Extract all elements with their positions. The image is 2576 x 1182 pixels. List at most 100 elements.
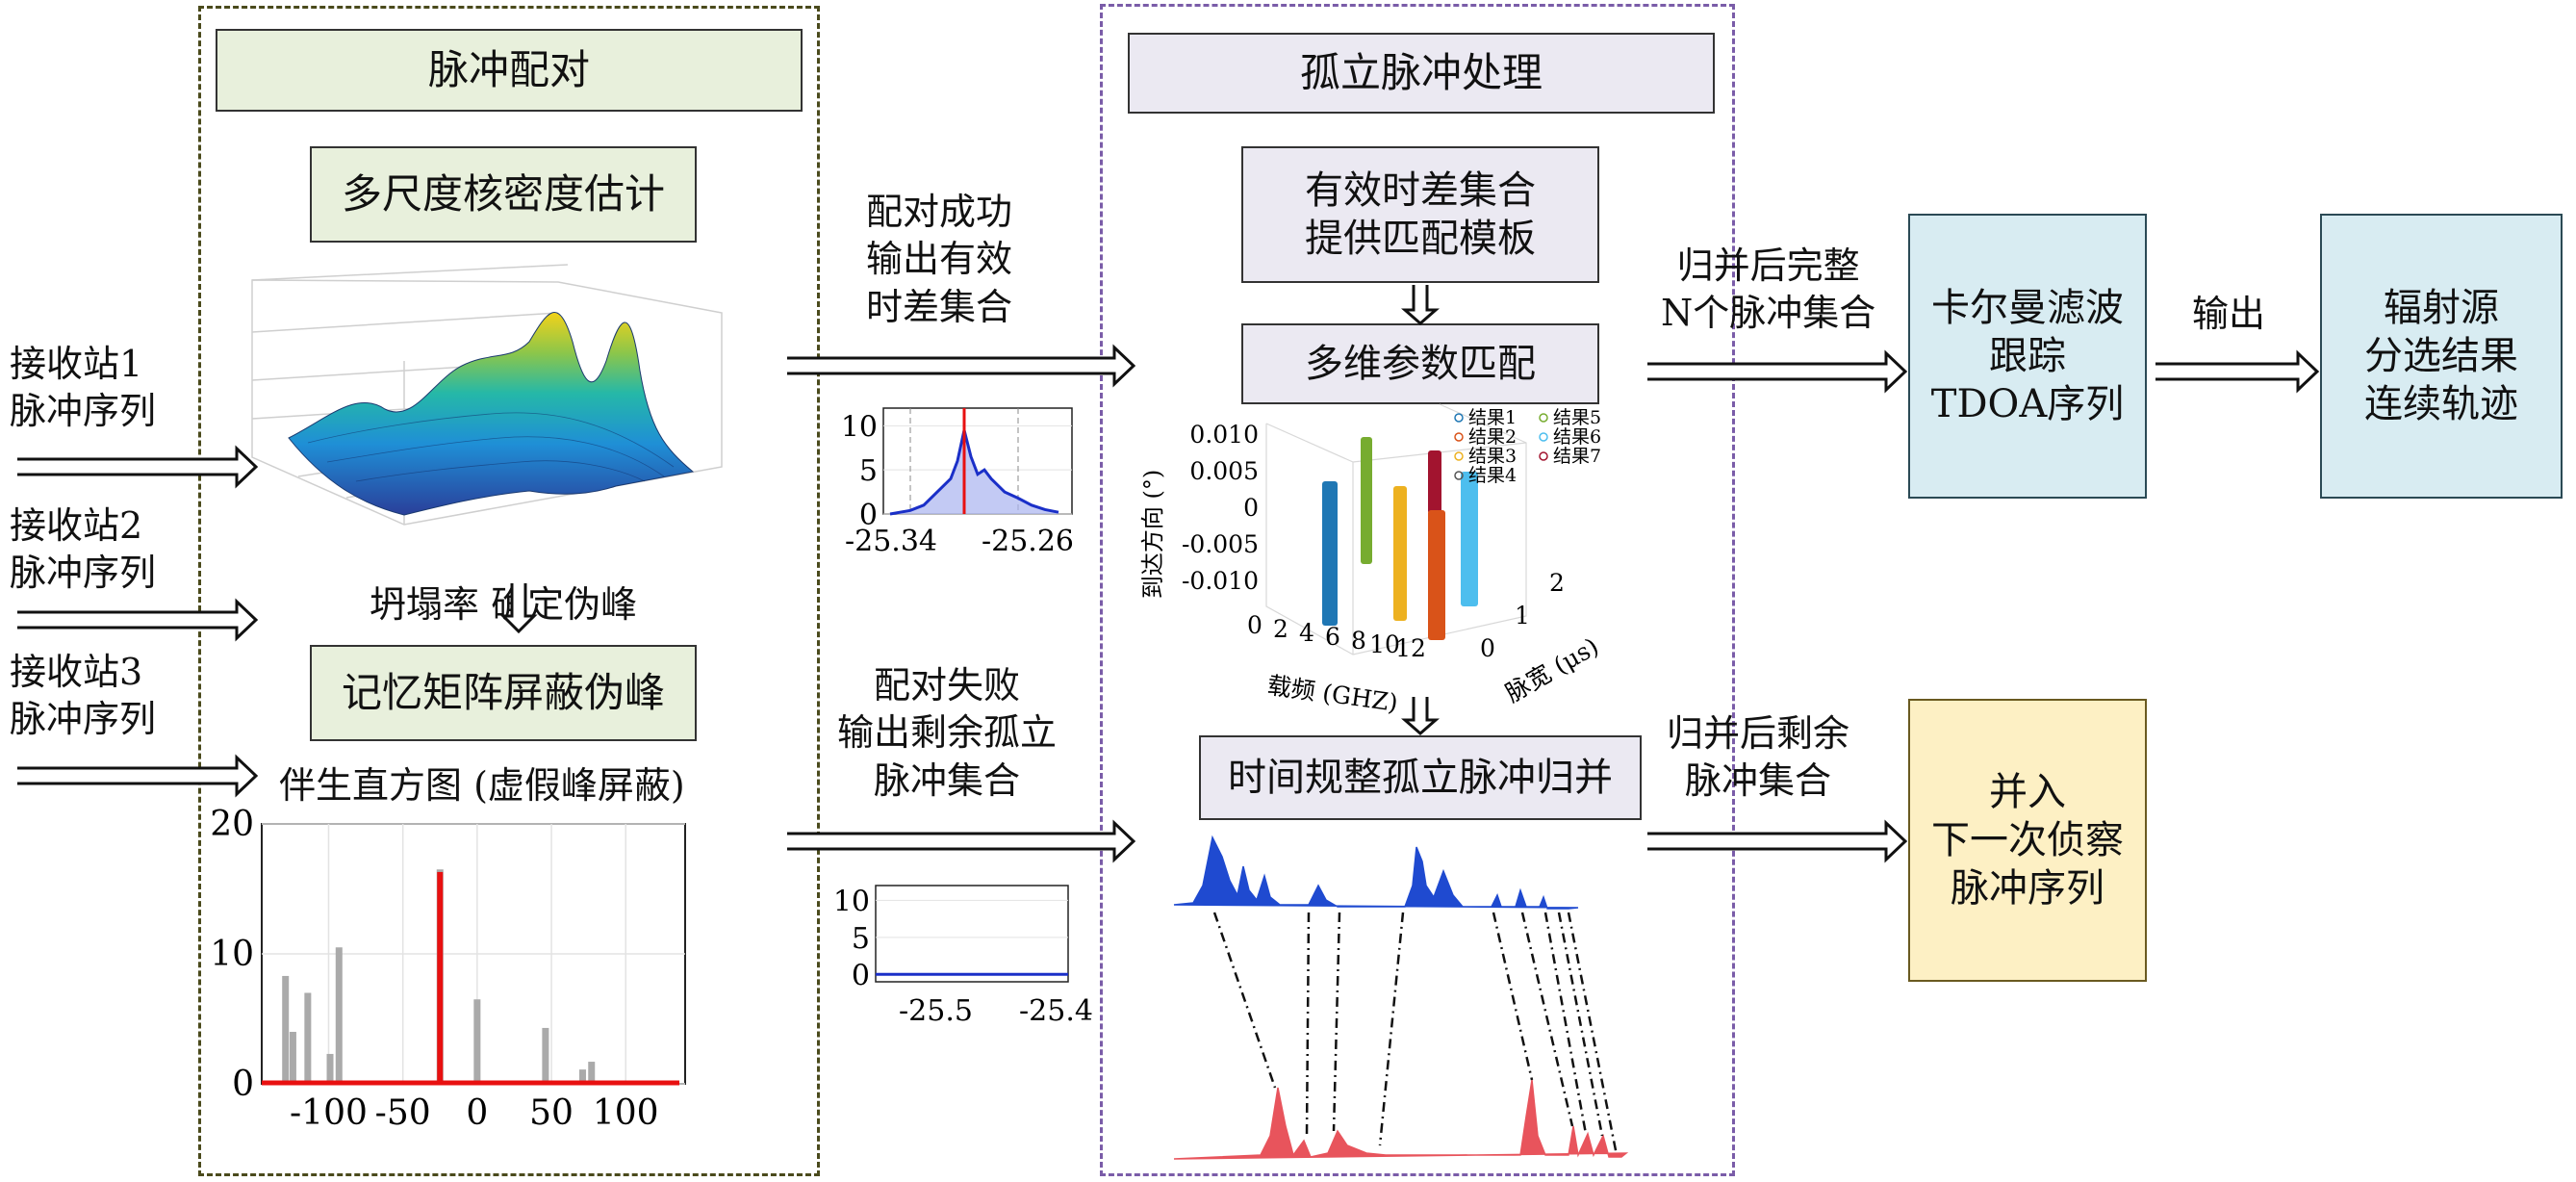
scatter-legend-marker <box>1454 451 1464 461</box>
next-recon-line2: 下一次侦察 <box>1931 818 2124 862</box>
scatter-ztick-label: -0.005 <box>1182 530 1259 558</box>
small2-ytick-label: 5 <box>852 922 870 956</box>
valid-to-match-arrow <box>1401 285 1440 325</box>
kalman-line1: 卡尔曼滤波 <box>1931 286 2124 330</box>
hist-ytick-label: 0 <box>232 1065 254 1104</box>
scatter-legend-label: 结果2 <box>1468 426 1517 448</box>
scatter-cluster <box>1461 472 1478 606</box>
valid-set-line2: 提供匹配模板 <box>1305 217 1536 261</box>
hist-bar <box>282 975 290 1084</box>
hist-bar <box>437 871 444 1084</box>
hist-bar <box>588 1062 596 1084</box>
output-label: 输出 <box>2192 293 2266 335</box>
input-arrow-2 <box>17 598 259 642</box>
input-station-1: 接收站1 脉冲序列 <box>10 341 156 436</box>
hist-ytick-label: 10 <box>210 935 254 974</box>
scatter-ztick-label: 0.010 <box>1189 421 1259 449</box>
hist-bar <box>326 1053 334 1084</box>
merge-remain-arrow <box>1647 819 1908 863</box>
pair-fail-line1: 配对失败 <box>874 664 1021 707</box>
scatter-xtick-label: 2 <box>1273 615 1288 643</box>
pulse-waveform-bottom <box>1173 1079 1629 1160</box>
hist-title: 伴生直方图 (虚假峰屏蔽) <box>279 764 685 807</box>
scatter-ytick-label: 0 <box>1480 634 1495 662</box>
scatter-cluster <box>1428 510 1445 640</box>
scatter-ytick-label: 1 <box>1515 602 1530 630</box>
small1-xtick-label: -25.34 <box>845 525 937 558</box>
scatter-cluster <box>1428 450 1441 514</box>
isolated-pulse-title: 孤立脉冲处理 <box>1128 33 1715 114</box>
pair-success-arrow <box>787 344 1136 388</box>
kalman-box: 卡尔曼滤波 跟踪 TDOA序列 <box>1908 214 2147 499</box>
small1-xtick-label: -25.26 <box>982 525 1074 558</box>
scatter-legend-marker <box>1539 432 1548 442</box>
hist-xtick-label: 50 <box>529 1093 574 1133</box>
kde-to-memory-arrow <box>499 583 538 634</box>
hist-xtick-label: 100 <box>593 1093 659 1133</box>
next-recon-box: 并入 下一次侦察 脉冲序列 <box>1908 699 2147 982</box>
isolated-pulse-region <box>1100 4 1735 1176</box>
input-station-3-name: 接收站3 <box>10 651 143 693</box>
scatter-legend-marker <box>1539 413 1548 423</box>
scatter-xtick-label: 4 <box>1299 619 1314 647</box>
small1-ytick-label: 5 <box>859 454 878 488</box>
input-station-2-name: 接收站2 <box>10 504 143 547</box>
scatter-xtick-label: 8 <box>1351 627 1366 655</box>
scatter-ylabel: 脉宽 (μs) <box>1501 632 1604 707</box>
scatter-xtick-label: 6 <box>1325 623 1340 651</box>
input-arrow-1 <box>17 445 259 489</box>
hist-bar <box>335 947 343 1084</box>
pulse-pairing-title-text: 脉冲配对 <box>427 45 590 93</box>
input-station-1-seq: 脉冲序列 <box>10 390 157 433</box>
scatter-legend-marker <box>1454 413 1464 423</box>
scatter-cluster <box>1393 486 1407 621</box>
scatter-xtick-label: 10 <box>1369 630 1400 658</box>
merge-remain-label: 归并后剩余 脉冲集合 <box>1667 710 1849 806</box>
match-lines <box>1212 912 1619 1156</box>
merge-complete-arrow <box>1647 349 1908 394</box>
scatter-zlabel: 到达方向 (°) <box>1139 470 1166 599</box>
input-station-2: 接收站2 脉冲序列 <box>10 502 156 598</box>
kalman-line2: 跟踪 <box>1989 334 2066 378</box>
valid-set-box: 有效时差集合 提供匹配模板 <box>1241 146 1599 283</box>
kalman-line3: TDOA序列 <box>1930 382 2125 426</box>
time-merge-box: 时间规整孤立脉冲归并 <box>1199 735 1642 820</box>
hist-bar <box>578 1069 586 1084</box>
kde-box: 多尺度核密度估计 <box>310 146 697 243</box>
scatter-ztick-label: -0.010 <box>1182 567 1259 595</box>
scatter-legend-label: 结果4 <box>1468 465 1517 486</box>
merge-complete-line1: 归并后完整 <box>1676 244 1860 287</box>
hist-ytick-label: 20 <box>210 805 254 844</box>
hist-bar <box>473 999 481 1084</box>
small2-xtick-label: -25.5 <box>899 994 973 1028</box>
merge-remain-line1: 归并后剩余 <box>1667 712 1850 755</box>
pair-success-line2: 输出有效 <box>866 238 1013 281</box>
scatter-ztick-label: 0 <box>1243 494 1259 522</box>
scatter-ztick-label: 0.005 <box>1189 457 1259 485</box>
input-station-2-seq: 脉冲序列 <box>10 552 157 595</box>
hist-xtick-label: -100 <box>290 1093 368 1133</box>
pair-fail-line2: 输出剩余孤立 <box>837 711 1058 755</box>
pair-success-label: 配对成功 输出有效 时差集合 <box>866 189 1012 331</box>
result-line1: 辐射源 <box>2384 286 2499 330</box>
result-line3: 连续轨迹 <box>2364 382 2518 426</box>
memory-matrix-box: 记忆矩阵屏蔽伪峰 <box>310 645 697 741</box>
next-recon-line3: 脉冲序列 <box>1951 866 2104 911</box>
scatter-ytick-label: 2 <box>1549 569 1565 597</box>
scatter-legend-label: 结果6 <box>1553 426 1601 448</box>
pulse-waveforms <box>1173 835 1629 1160</box>
pulse-waveform-top <box>1173 835 1579 910</box>
scatter-legend-label: 结果5 <box>1553 407 1601 428</box>
scatter-xtick-label: 0 <box>1247 611 1262 639</box>
scatter-legend-label: 结果7 <box>1553 446 1601 467</box>
time-merge-text: 时间规整孤立脉冲归并 <box>1228 756 1613 800</box>
hist-bar <box>304 992 312 1084</box>
small2-frame <box>875 885 1069 983</box>
result-line2: 分选结果 <box>2364 334 2518 378</box>
kde-surface-plot <box>251 264 723 526</box>
